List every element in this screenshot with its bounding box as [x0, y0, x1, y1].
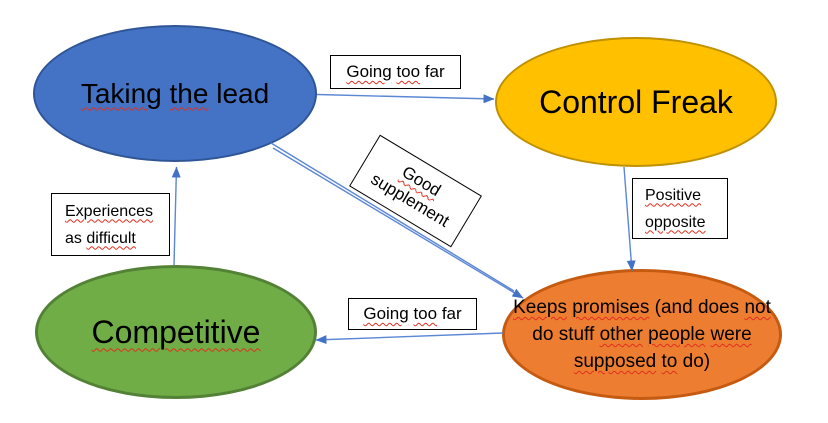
edge-label-going-too-far-bottom: Going too far: [348, 298, 477, 330]
node-competitive-label: Competitive: [91, 313, 261, 350]
arrow-taking-to-control-freak: [316, 93, 495, 104]
edge-label-going-too-far-top: Going too far: [330, 55, 461, 89]
node-control-freak-label: Control Freak: [539, 83, 733, 120]
node-control-freak: Control Freak: [495, 37, 777, 167]
node-competitive: Competitive: [35, 265, 317, 399]
arrow-keeps-promises-to-competitive: [315, 332, 504, 345]
arrow-control-freak-to-keeps-promises: [623, 166, 636, 272]
node-taking-the-lead: Taking the lead: [33, 25, 317, 162]
node-taking-the-lead-label: Taking the lead: [80, 77, 270, 109]
arrow-competitive-to-taking: [171, 166, 181, 266]
